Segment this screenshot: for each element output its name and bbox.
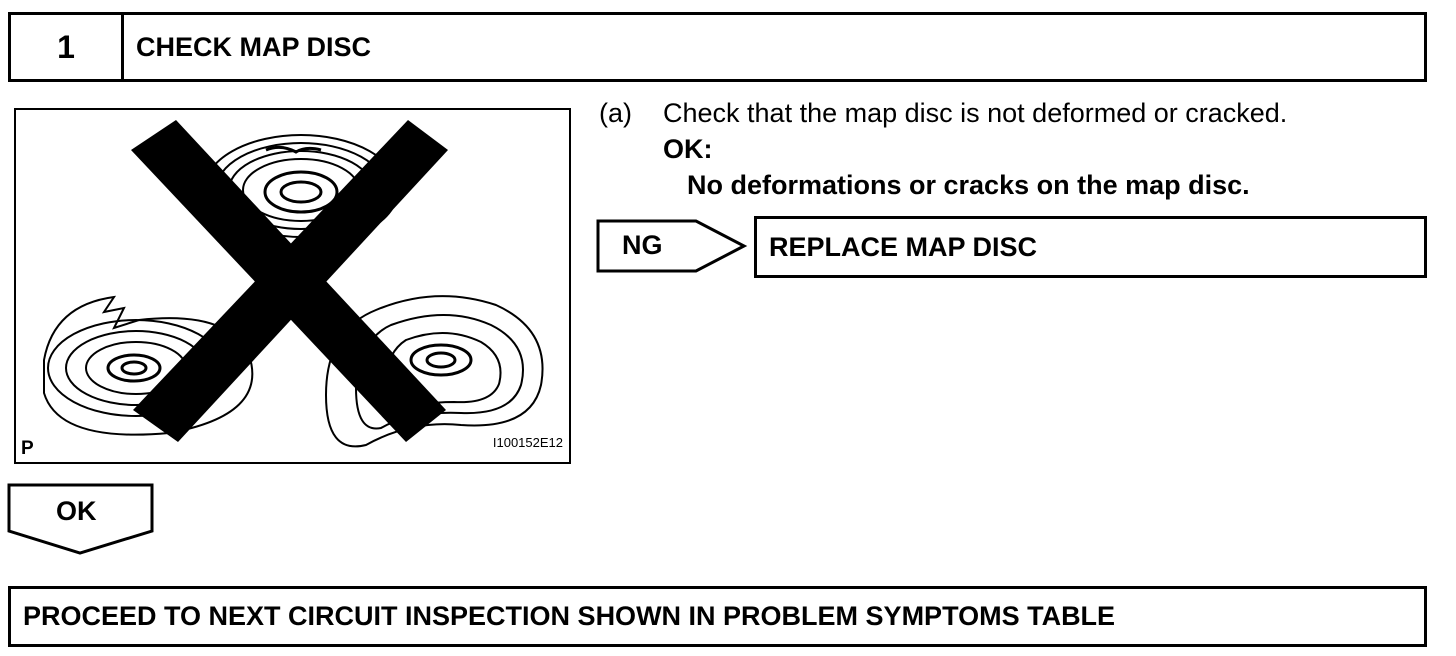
ng-arrow-icon xyxy=(596,219,748,273)
ok-criteria-spec: No deformations or cracks on the map dis… xyxy=(687,170,1250,200)
figure-corner-label: P xyxy=(21,438,34,459)
ok-label: OK xyxy=(56,496,97,526)
step-header: 1 CHECK MAP DISC xyxy=(8,12,1427,82)
map-disc-illustration: P I100152E12 xyxy=(14,108,571,464)
ok-action-box: PROCEED TO NEXT CIRCUIT INSPECTION SHOWN… xyxy=(8,586,1427,647)
ng-action-box: REPLACE MAP DISC xyxy=(754,216,1427,278)
ok-arrow-icon xyxy=(7,483,154,555)
damaged-discs-drawing xyxy=(43,120,544,448)
step-number: 1 xyxy=(11,15,124,79)
instruction-marker: (a) xyxy=(599,98,632,128)
step-title: CHECK MAP DISC xyxy=(136,31,372,62)
prohibited-x-icon xyxy=(131,120,448,442)
ok-criteria-label: OK: xyxy=(663,134,713,164)
instruction-text: Check that the map disc is not deformed … xyxy=(663,98,1288,128)
figure-code: I100152E12 xyxy=(492,435,563,450)
ng-label: NG xyxy=(622,230,663,260)
